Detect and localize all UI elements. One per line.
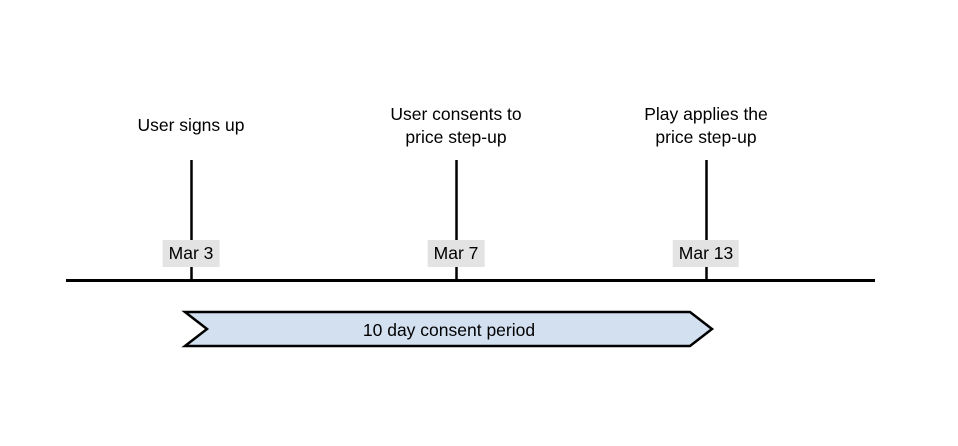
event-date-chip-apply: Mar 13 bbox=[672, 240, 740, 267]
event-date-chip-consent: Mar 7 bbox=[427, 240, 485, 267]
event-label-signup: User signs up bbox=[137, 115, 245, 135]
consent-period-banner-shape bbox=[181, 310, 715, 348]
event-date-chip-signup: Mar 3 bbox=[162, 240, 220, 267]
event-label-consent: User consents to price step-up bbox=[390, 104, 522, 147]
consent-period-banner-label: 10 day consent period bbox=[362, 320, 536, 340]
event-label-apply: Play applies the price step-up bbox=[644, 104, 768, 147]
